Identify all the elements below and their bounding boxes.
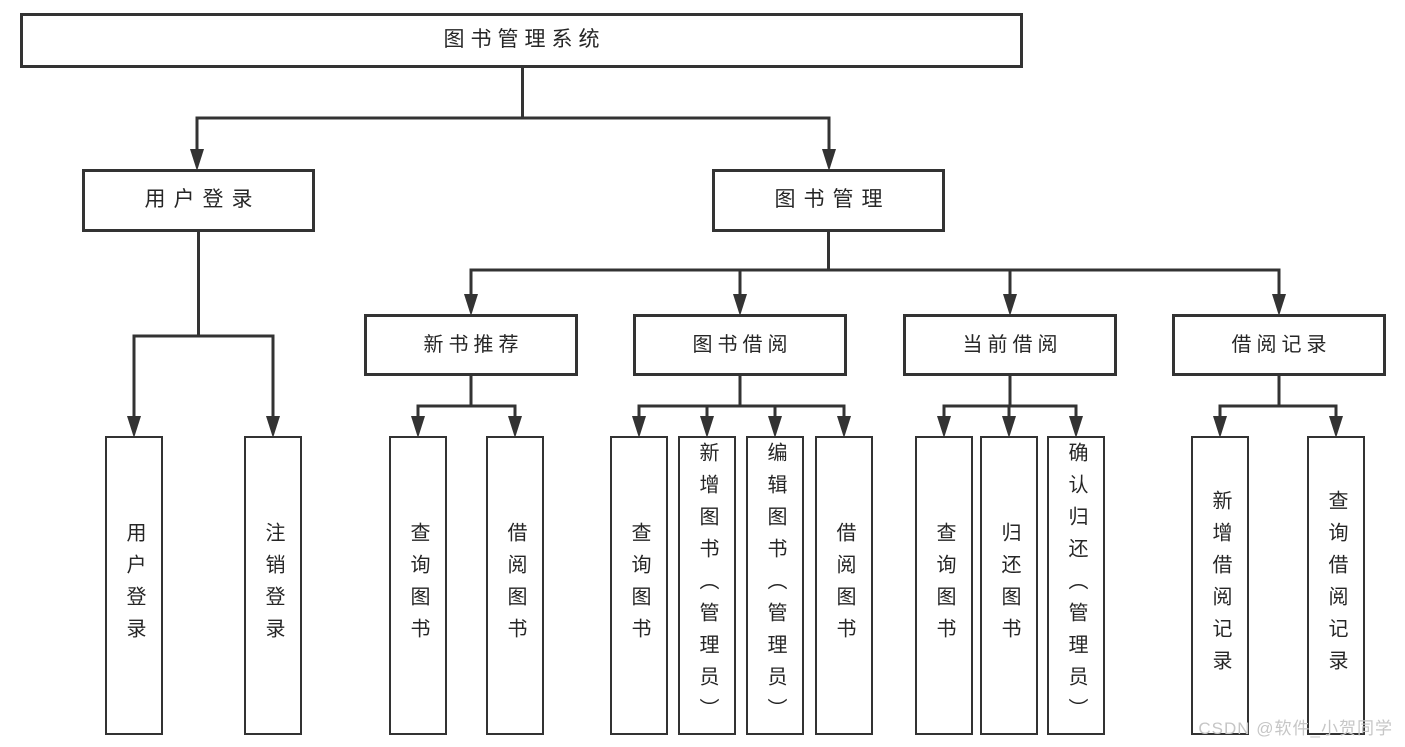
node-br-add-record: 新增借阅记录	[1191, 436, 1249, 735]
node-label: 归还图书	[998, 521, 1020, 650]
watermark-text: CSDN @软件_小贺同学	[1198, 719, 1393, 738]
node-current-borrowing: 当前借阅	[903, 314, 1117, 376]
node-bb-query-books: 查询图书	[610, 436, 668, 735]
node-book-borrowing: 图书借阅	[633, 314, 847, 376]
node-label: 新增借阅记录	[1209, 489, 1231, 682]
node-label: 注销登录	[262, 521, 284, 650]
node-nbr-borrow-books: 借阅图书	[486, 436, 544, 735]
node-label: 编辑图书（管理员）	[764, 441, 786, 730]
node-label: 查询图书	[407, 521, 429, 650]
node-label: 图书管理	[774, 188, 891, 212]
node-borrowing-records: 借阅记录	[1172, 314, 1386, 376]
node-library-management-system: 图书管理系统	[20, 13, 1023, 68]
node-label: 用户登录	[144, 188, 261, 212]
node-cb-confirm-return-admin: 确认归还（管理员）	[1047, 436, 1105, 735]
node-label: 借阅图书	[833, 521, 855, 650]
node-label: 用户登录	[123, 521, 145, 650]
node-label: 查询图书	[933, 521, 955, 650]
node-bb-edit-books-admin: 编辑图书（管理员）	[746, 436, 804, 735]
node-label: 查询借阅记录	[1325, 489, 1347, 682]
node-label: 确认归还（管理员）	[1065, 441, 1087, 730]
node-nbr-query-books: 查询图书	[389, 436, 447, 735]
node-logout-leaf: 注销登录	[244, 436, 302, 735]
node-new-book-recommendation: 新书推荐	[364, 314, 578, 376]
node-label: 查询图书	[628, 521, 650, 650]
node-label: 借阅图书	[504, 521, 526, 650]
node-label: 新增图书（管理员）	[696, 441, 718, 730]
node-user-login-leaf: 用户登录	[105, 436, 163, 735]
node-cb-return-books: 归还图书	[980, 436, 1038, 735]
node-label: 新书推荐	[423, 333, 524, 356]
node-label: 图书借阅	[692, 333, 793, 356]
node-bb-add-books-admin: 新增图书（管理员）	[678, 436, 736, 735]
node-label: 图书管理系统	[443, 28, 606, 52]
node-label: 当前借阅	[962, 333, 1063, 356]
node-user-login: 用户登录	[82, 169, 315, 232]
node-book-management: 图书管理	[712, 169, 945, 232]
node-br-query-record: 查询借阅记录	[1307, 436, 1365, 735]
node-cb-query-books: 查询图书	[915, 436, 973, 735]
node-bb-borrow-books: 借阅图书	[815, 436, 873, 735]
node-label: 借阅记录	[1231, 333, 1332, 356]
